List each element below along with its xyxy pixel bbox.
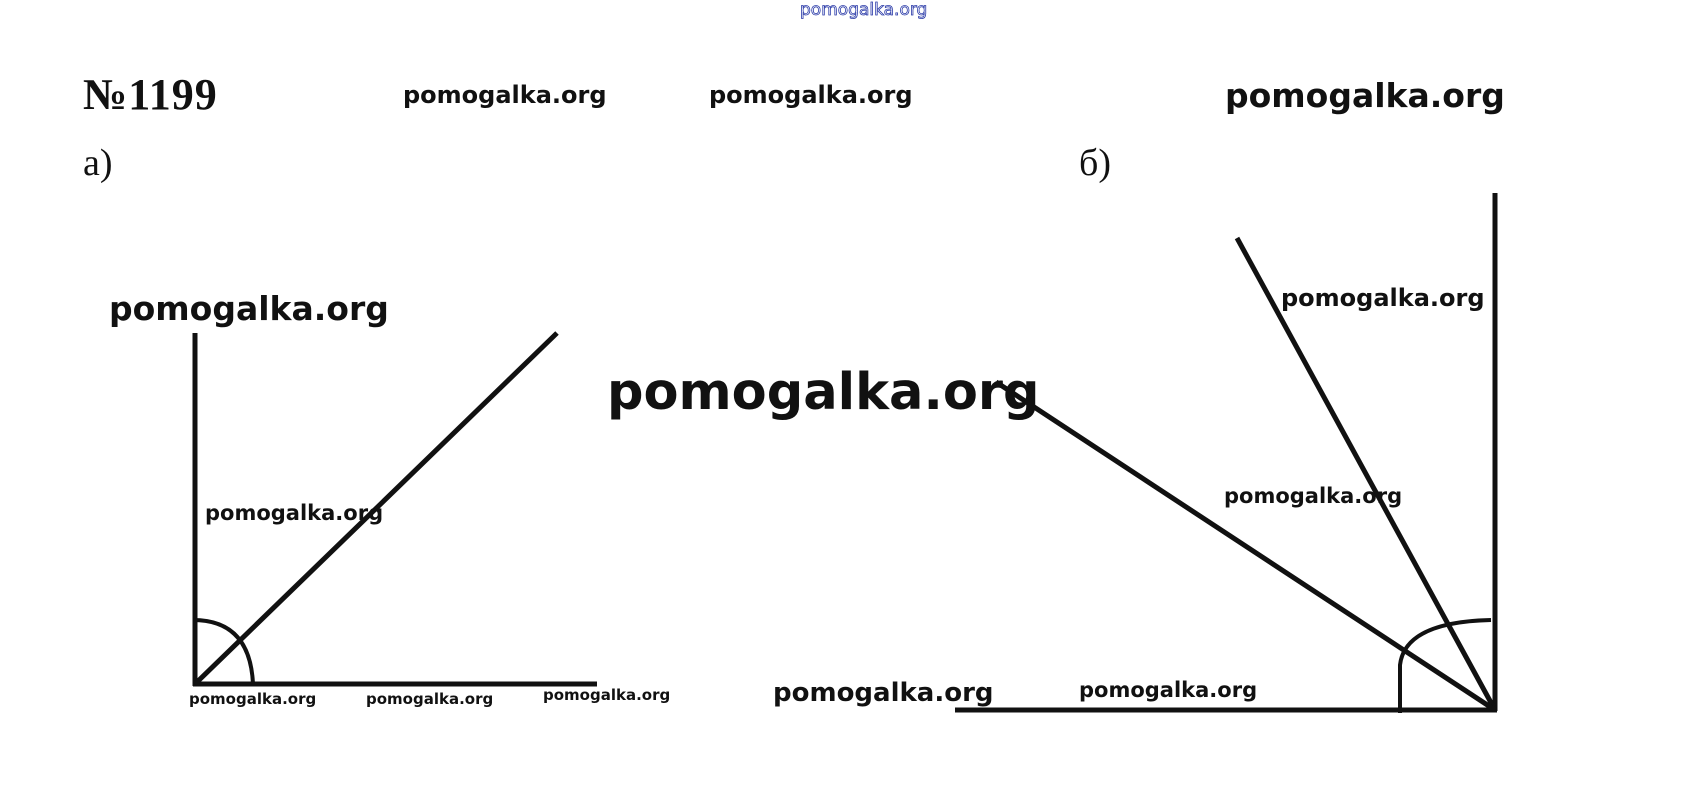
watermark-header-3: pomogalka.org (1225, 76, 1505, 115)
watermark-figure-a-bottom-3: pomogalka.org (543, 686, 671, 704)
watermark-figure-b-middle: pomogalka.org (1224, 484, 1403, 508)
figure-b (955, 193, 1498, 713)
watermark-figure-a-bottom-2: pomogalka.org (366, 690, 494, 708)
watermark-figure-b-top: pomogalka.org (1281, 284, 1485, 312)
figure-b-shallow-ray (994, 379, 1497, 713)
watermark-figure-a-top: pomogalka.org (109, 289, 389, 328)
problem-number: №1199 (83, 70, 218, 119)
watermark-header-2: pomogalka.org (709, 81, 913, 109)
figure-a-angle-arc (192, 618, 255, 685)
figure-b-angle-arc (1398, 618, 1492, 713)
part-b-label: б) (1079, 142, 1111, 184)
watermark-center-large: pomogalka.org (607, 363, 1040, 422)
part-a-label: а) (83, 142, 113, 184)
figure-b-steep-ray (1234, 236, 1498, 712)
header-watermark: pomogalka.org (800, 0, 928, 20)
watermark-figure-a-bottom-1: pomogalka.org (189, 690, 317, 708)
watermark-header-1: pomogalka.org (403, 81, 607, 109)
watermark-figure-b-bottom: pomogalka.org (1079, 678, 1258, 702)
watermark-figure-a-middle: pomogalka.org (205, 501, 384, 525)
figure-a-diagonal-ray (193, 331, 559, 686)
watermark-figure-b-bottom-left: pomogalka.org (773, 678, 994, 708)
figure-a (192, 331, 597, 687)
